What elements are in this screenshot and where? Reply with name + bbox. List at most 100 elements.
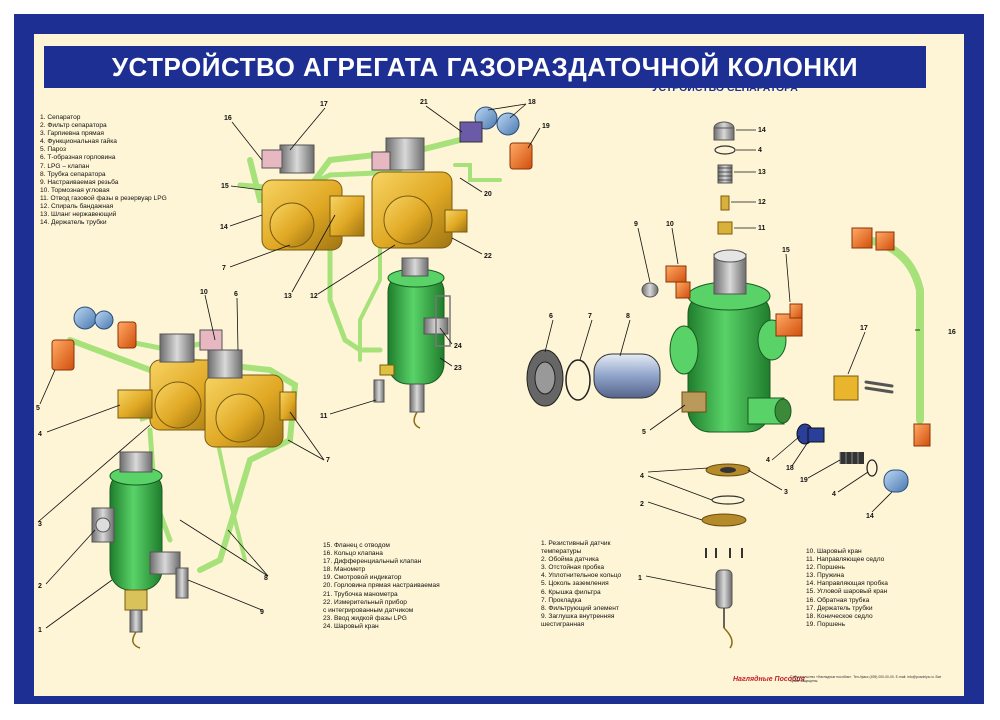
legend-item: 18. Коническое седло (806, 612, 873, 620)
legend-item: 5. Цоколь заземления (541, 580, 609, 588)
legend-separator-list-1: 1. Резистивный датчик температуры 2. Обо… (541, 540, 621, 629)
callout-sep-2: 2 (640, 501, 644, 508)
legend-item: 14. Направляющая пробка (806, 580, 888, 588)
legend-item: 11. Направляющее седло (806, 556, 885, 564)
callout-sep-1: 1 (638, 575, 642, 582)
callout-18: 18 (528, 99, 536, 106)
callout-sep-8: 8 (626, 313, 630, 320)
legend-item: 2. Фильтр сепаратора (40, 122, 107, 130)
legend-item: 16. Кольцо клапана (323, 550, 383, 558)
legend-item: 12. Спираль бандажная (40, 203, 114, 211)
top-assembly (237, 106, 533, 429)
callout-sep-7: 7 (588, 313, 592, 320)
callout-sep-18: 18 (786, 465, 794, 472)
callout-15: 15 (221, 183, 229, 190)
legend-item: 12. Поршень (806, 564, 846, 572)
callout-sep-15: 15 (782, 247, 790, 254)
legend-item: 6. Крышка фильтра (541, 588, 601, 596)
callout-sep-6: 6 (549, 313, 553, 320)
legend-item: температуры (541, 548, 582, 556)
legend-item: 4. Функциональная гайка (40, 138, 117, 146)
legend-item: 8. Фильтрующий элемент (541, 604, 619, 612)
callout-9: 9 (260, 609, 264, 616)
callout-numbers: 17 16 15 14 7 13 12 21 18 19 20 22 24 23… (36, 99, 956, 634)
callout-sep-12: 12 (758, 199, 766, 206)
callout-sep-13: 13 (758, 169, 766, 176)
callout-sep-10: 10 (666, 221, 674, 228)
callout-7: 7 (222, 265, 226, 272)
legend-item: 23. Ввод жидкой фазы LPG (323, 614, 407, 622)
callout-sep-4b: 4 (640, 473, 644, 480)
legend-item: 10. Тормозная угловая (40, 186, 110, 194)
legend-item: 13. Пружина (806, 572, 845, 580)
callout-16: 16 (224, 115, 232, 122)
callout-23: 23 (454, 365, 462, 372)
callout-sep-3: 3 (784, 489, 788, 496)
callout-19: 19 (542, 123, 550, 130)
legend-item: 9. Настраиваемая резьба (40, 178, 119, 186)
callout-4: 4 (38, 431, 42, 438)
callout-10: 10 (200, 289, 208, 296)
callout-12: 12 (310, 293, 318, 300)
left-assembly (51, 306, 299, 649)
legend-item: 8. Трубка сепаратора (40, 170, 106, 178)
callout-20: 20 (484, 191, 492, 198)
legend-item: 15. Угловой шаровый кран (806, 588, 888, 596)
legend-separator-list-2: 10. Шаровый кран 11. Направляющее седло … (806, 548, 888, 629)
legend-item: 18. Манометр (323, 566, 366, 574)
callout-sep-11: 11 (758, 225, 766, 232)
legend-item: 9. Заглушка внутренняя (541, 612, 615, 620)
legend-item: 21. Трубочка манометра (323, 590, 398, 598)
publisher-logo: Наглядные Пособия (733, 676, 805, 683)
legend-item: 24. Шаровый кран (323, 622, 379, 630)
callout-1: 1 (38, 627, 42, 634)
callout-sep-17: 17 (860, 325, 868, 332)
callout-sep-14b: 14 (866, 513, 874, 520)
callout-8: 8 (264, 575, 268, 582)
legend-item: 10. Шаровый кран (806, 548, 862, 555)
legend-item: 19. Поршень (806, 620, 846, 628)
callout-6: 6 (234, 291, 238, 298)
legend-item: 16. Обратная трубка (806, 596, 870, 604)
legend-item: 22. Измерительный прибор (323, 598, 407, 606)
callout-21: 21 (420, 99, 428, 106)
legend-item: 3. Гарпиевна прямая (40, 130, 104, 138)
callout-5: 5 (36, 405, 40, 412)
callout-sep-4d: 4 (832, 491, 836, 498)
legend-unit-list: 1. Сепаратор 2. Фильтр сепаратора 3. Гар… (40, 114, 167, 227)
legend-item: 11. Отвод газовой фазы в резервуар LPG (40, 194, 167, 202)
legend-item: 14. Держатель трубки (40, 219, 107, 227)
legend-item: 5. Пароз (40, 146, 67, 154)
callout-14: 14 (220, 224, 228, 231)
legend-item: с интегрированным датчиком (323, 606, 414, 614)
separator-section-title: УСТРОЙСТВО СЕПАРАТОРА (652, 82, 798, 94)
separator-exploded (526, 121, 931, 649)
callout-17: 17 (320, 101, 328, 108)
leader-lines (37, 103, 920, 629)
callout-sep-5: 5 (642, 429, 646, 436)
callout-24: 24 (454, 343, 462, 350)
callout-7b: 7 (326, 457, 330, 464)
legend-item: 19. Смотровой индикатор (323, 574, 402, 582)
callout-2: 2 (38, 583, 42, 590)
legend-item: 7. LPG – клапан (40, 162, 90, 170)
callout-3: 3 (38, 521, 42, 528)
legend-item: 17. Дифференциальный клапан (323, 558, 422, 566)
legend-item: 15. Фланец с отводом (323, 542, 390, 549)
callout-sep-16: 16 (948, 329, 956, 336)
callout-13: 13 (284, 293, 292, 300)
legend-item: шестигранная (541, 620, 585, 628)
callout-sep-14: 14 (758, 127, 766, 134)
legend-item: 2. Обойма датчика (541, 556, 599, 564)
callout-sep-4: 4 (758, 147, 762, 154)
callout-22: 22 (484, 253, 492, 260)
callout-sep-9: 9 (634, 221, 638, 228)
poster-title: УСТРОЙСТВО АГРЕГАТА ГАЗОРАЗДАТОЧНОЙ КОЛО… (44, 46, 926, 88)
legend-item: 20. Горловина прямая настраиваемая (323, 582, 440, 590)
callout-11: 11 (320, 413, 328, 420)
callout-sep-19: 19 (800, 477, 808, 484)
callout-sep-4c: 4 (766, 457, 770, 464)
legend-item: 4. Уплотнительное кольцо (541, 572, 622, 580)
legend-item: 13. Шланг нержавеющий (40, 211, 117, 219)
